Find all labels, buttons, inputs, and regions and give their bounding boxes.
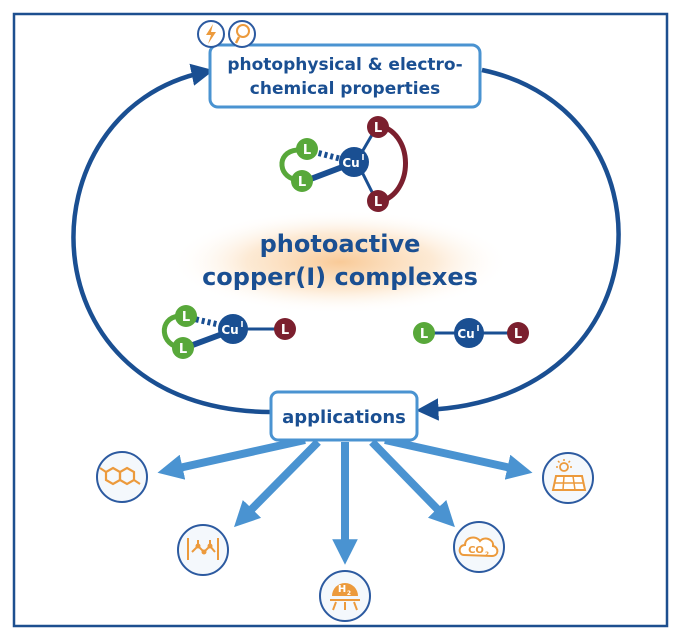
svg-text:L: L <box>303 143 311 158</box>
svg-text:L: L <box>179 342 187 357</box>
hydrogen-icon: H 2 <box>319 570 371 622</box>
svg-text:2: 2 <box>485 551 489 558</box>
copper-node <box>339 147 369 177</box>
co2-reduction-icon: CO 2 <box>453 521 505 573</box>
properties-box: photophysical & electro- chemical proper… <box>208 43 482 109</box>
svg-text:L: L <box>182 310 190 325</box>
svg-text:Cu: Cu <box>342 156 359 170</box>
svg-text:I: I <box>362 153 365 162</box>
outer-frame <box>12 12 669 628</box>
organic-synthesis-icon <box>96 451 148 503</box>
applications-box: applications <box>269 390 419 442</box>
svg-text:L: L <box>514 327 522 342</box>
svg-text:I: I <box>477 324 480 333</box>
svg-text:I: I <box>241 320 244 329</box>
svg-text:H: H <box>338 584 346 595</box>
svg-text:Cu: Cu <box>221 323 238 337</box>
molecule-top: L L L L Cu I <box>279 116 408 212</box>
cycle-arrow-left <box>71 63 271 415</box>
solar-cell-icon <box>542 452 594 504</box>
ligand-node <box>507 322 529 344</box>
ligand-node <box>296 138 318 160</box>
copper-node <box>454 318 484 348</box>
svg-text:Cu: Cu <box>457 327 474 341</box>
svg-text:2: 2 <box>347 590 351 597</box>
ligand-node <box>367 190 389 212</box>
svg-text:L: L <box>374 121 382 136</box>
title-glow <box>170 210 510 314</box>
properties-line2: chemical properties <box>250 79 440 99</box>
ligand-node <box>274 318 296 340</box>
polymer-icon <box>177 524 229 576</box>
copper-node <box>218 314 248 344</box>
lightning-icon <box>197 20 225 48</box>
svg-text:L: L <box>420 327 428 342</box>
molecule-right: L Cu I L <box>413 318 529 348</box>
svg-text:CO: CO <box>468 545 484 556</box>
svg-text:L: L <box>374 195 382 210</box>
ligand-node <box>413 322 435 344</box>
svg-text:L: L <box>298 175 306 190</box>
ligand-node <box>367 116 389 138</box>
applications-label: applications <box>282 407 406 428</box>
ligand-node <box>172 337 194 359</box>
ligand-node <box>175 305 197 327</box>
ligand-node <box>291 170 313 192</box>
cycle-arrow-right <box>416 67 621 421</box>
lightbulb-icon <box>228 20 256 48</box>
application-arrows <box>157 436 533 565</box>
svg-text:L: L <box>281 323 289 338</box>
center-title-line2: copper(I) complexes <box>202 263 478 291</box>
properties-line1: photophysical & electro- <box>227 55 462 75</box>
molecule-left: L L Cu I L <box>161 305 296 359</box>
center-title-line1: photoactive <box>260 230 421 258</box>
